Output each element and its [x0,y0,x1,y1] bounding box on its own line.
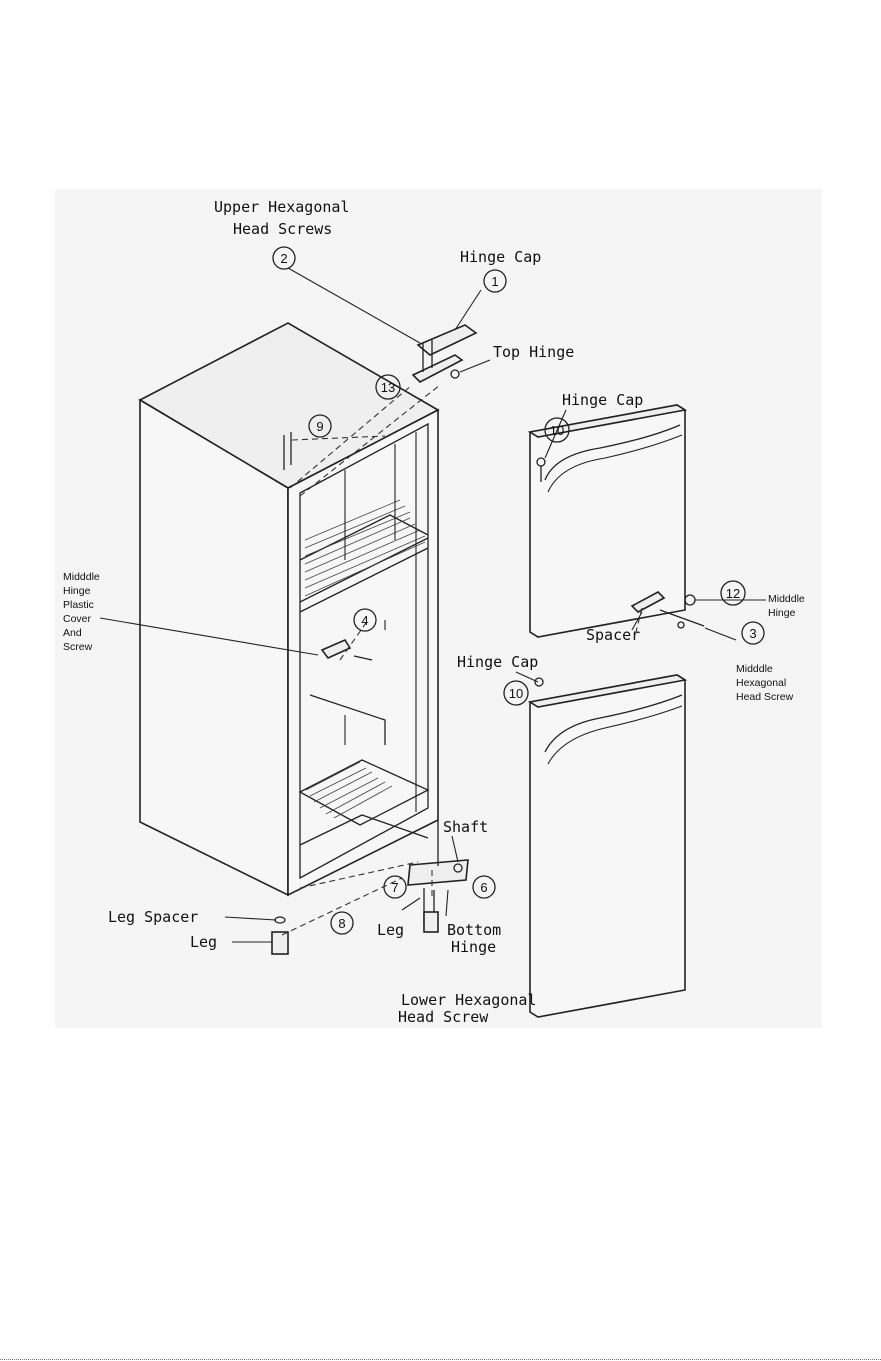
callout-7: 7 [384,876,406,898]
svg-text:7: 7 [391,880,398,895]
label-bottom-hinge-2: Hinge [451,938,496,956]
callout-6: 6 [473,876,495,898]
label-lower-hex-1: Lower Hexagonal [401,991,536,1009]
top-hinge-part [413,355,462,382]
svg-text:2: 2 [280,251,287,266]
callout-2: 2 [273,247,295,269]
label-middle-hex-1: Midddle [736,663,773,675]
label-hinge-cap-mid: Hinge Cap [457,653,538,671]
label-spacer: Spacer [586,626,640,644]
label-middle-cover-6: Screw [63,641,93,653]
label-upper-hex-1: Upper Hexagonal [214,198,349,216]
lower-door [530,675,685,1017]
svg-text:6: 6 [480,880,487,895]
label-hinge-cap-top: Hinge Cap [460,248,541,266]
label-middle-hinge-2: Hinge [768,607,796,619]
label-leg-spacer: Leg Spacer [108,908,198,926]
callout-8: 8 [331,912,353,934]
label-middle-hex-2: Hexagonal [736,677,786,689]
svg-text:10: 10 [550,423,564,438]
label-middle-hex-3: Head Screw [736,691,794,703]
label-leg-left: Leg [190,933,217,951]
label-upper-hex-2: Head Screws [233,220,332,238]
svg-text:3: 3 [749,626,756,641]
svg-text:8: 8 [338,916,345,931]
svg-text:13: 13 [381,380,395,395]
svg-text:10: 10 [509,686,523,701]
label-shaft: Shaft [443,818,488,836]
hinge-cap-part [418,325,476,355]
label-middle-hinge-1: Midddle [768,593,805,605]
label-middle-cover-5: And [63,627,82,639]
label-lower-hex-2: Head Screw [398,1008,489,1026]
svg-text:4: 4 [361,613,368,628]
page-bottom-rule [0,1359,881,1360]
label-bottom-hinge-1: Bottom [447,921,501,939]
label-middle-cover-4: Cover [63,613,92,625]
cabinet [140,323,438,895]
label-hinge-cap-door: Hinge Cap [562,391,643,409]
label-middle-cover-1: Midddle [63,571,100,583]
svg-text:1: 1 [491,274,498,289]
callout-1: 1 [484,270,506,292]
svg-text:9: 9 [316,419,323,434]
callout-12: 12 [721,581,745,605]
label-middle-cover-2: Hinge [63,585,91,597]
label-leg-mid: Leg [377,921,404,939]
label-middle-cover-3: Plastic [63,599,94,611]
label-top-hinge: Top Hinge [493,343,574,361]
callout-3: 3 [742,622,764,644]
callout-10b: 10 [504,681,528,705]
svg-text:12: 12 [726,586,740,601]
leg-parts [272,912,438,954]
